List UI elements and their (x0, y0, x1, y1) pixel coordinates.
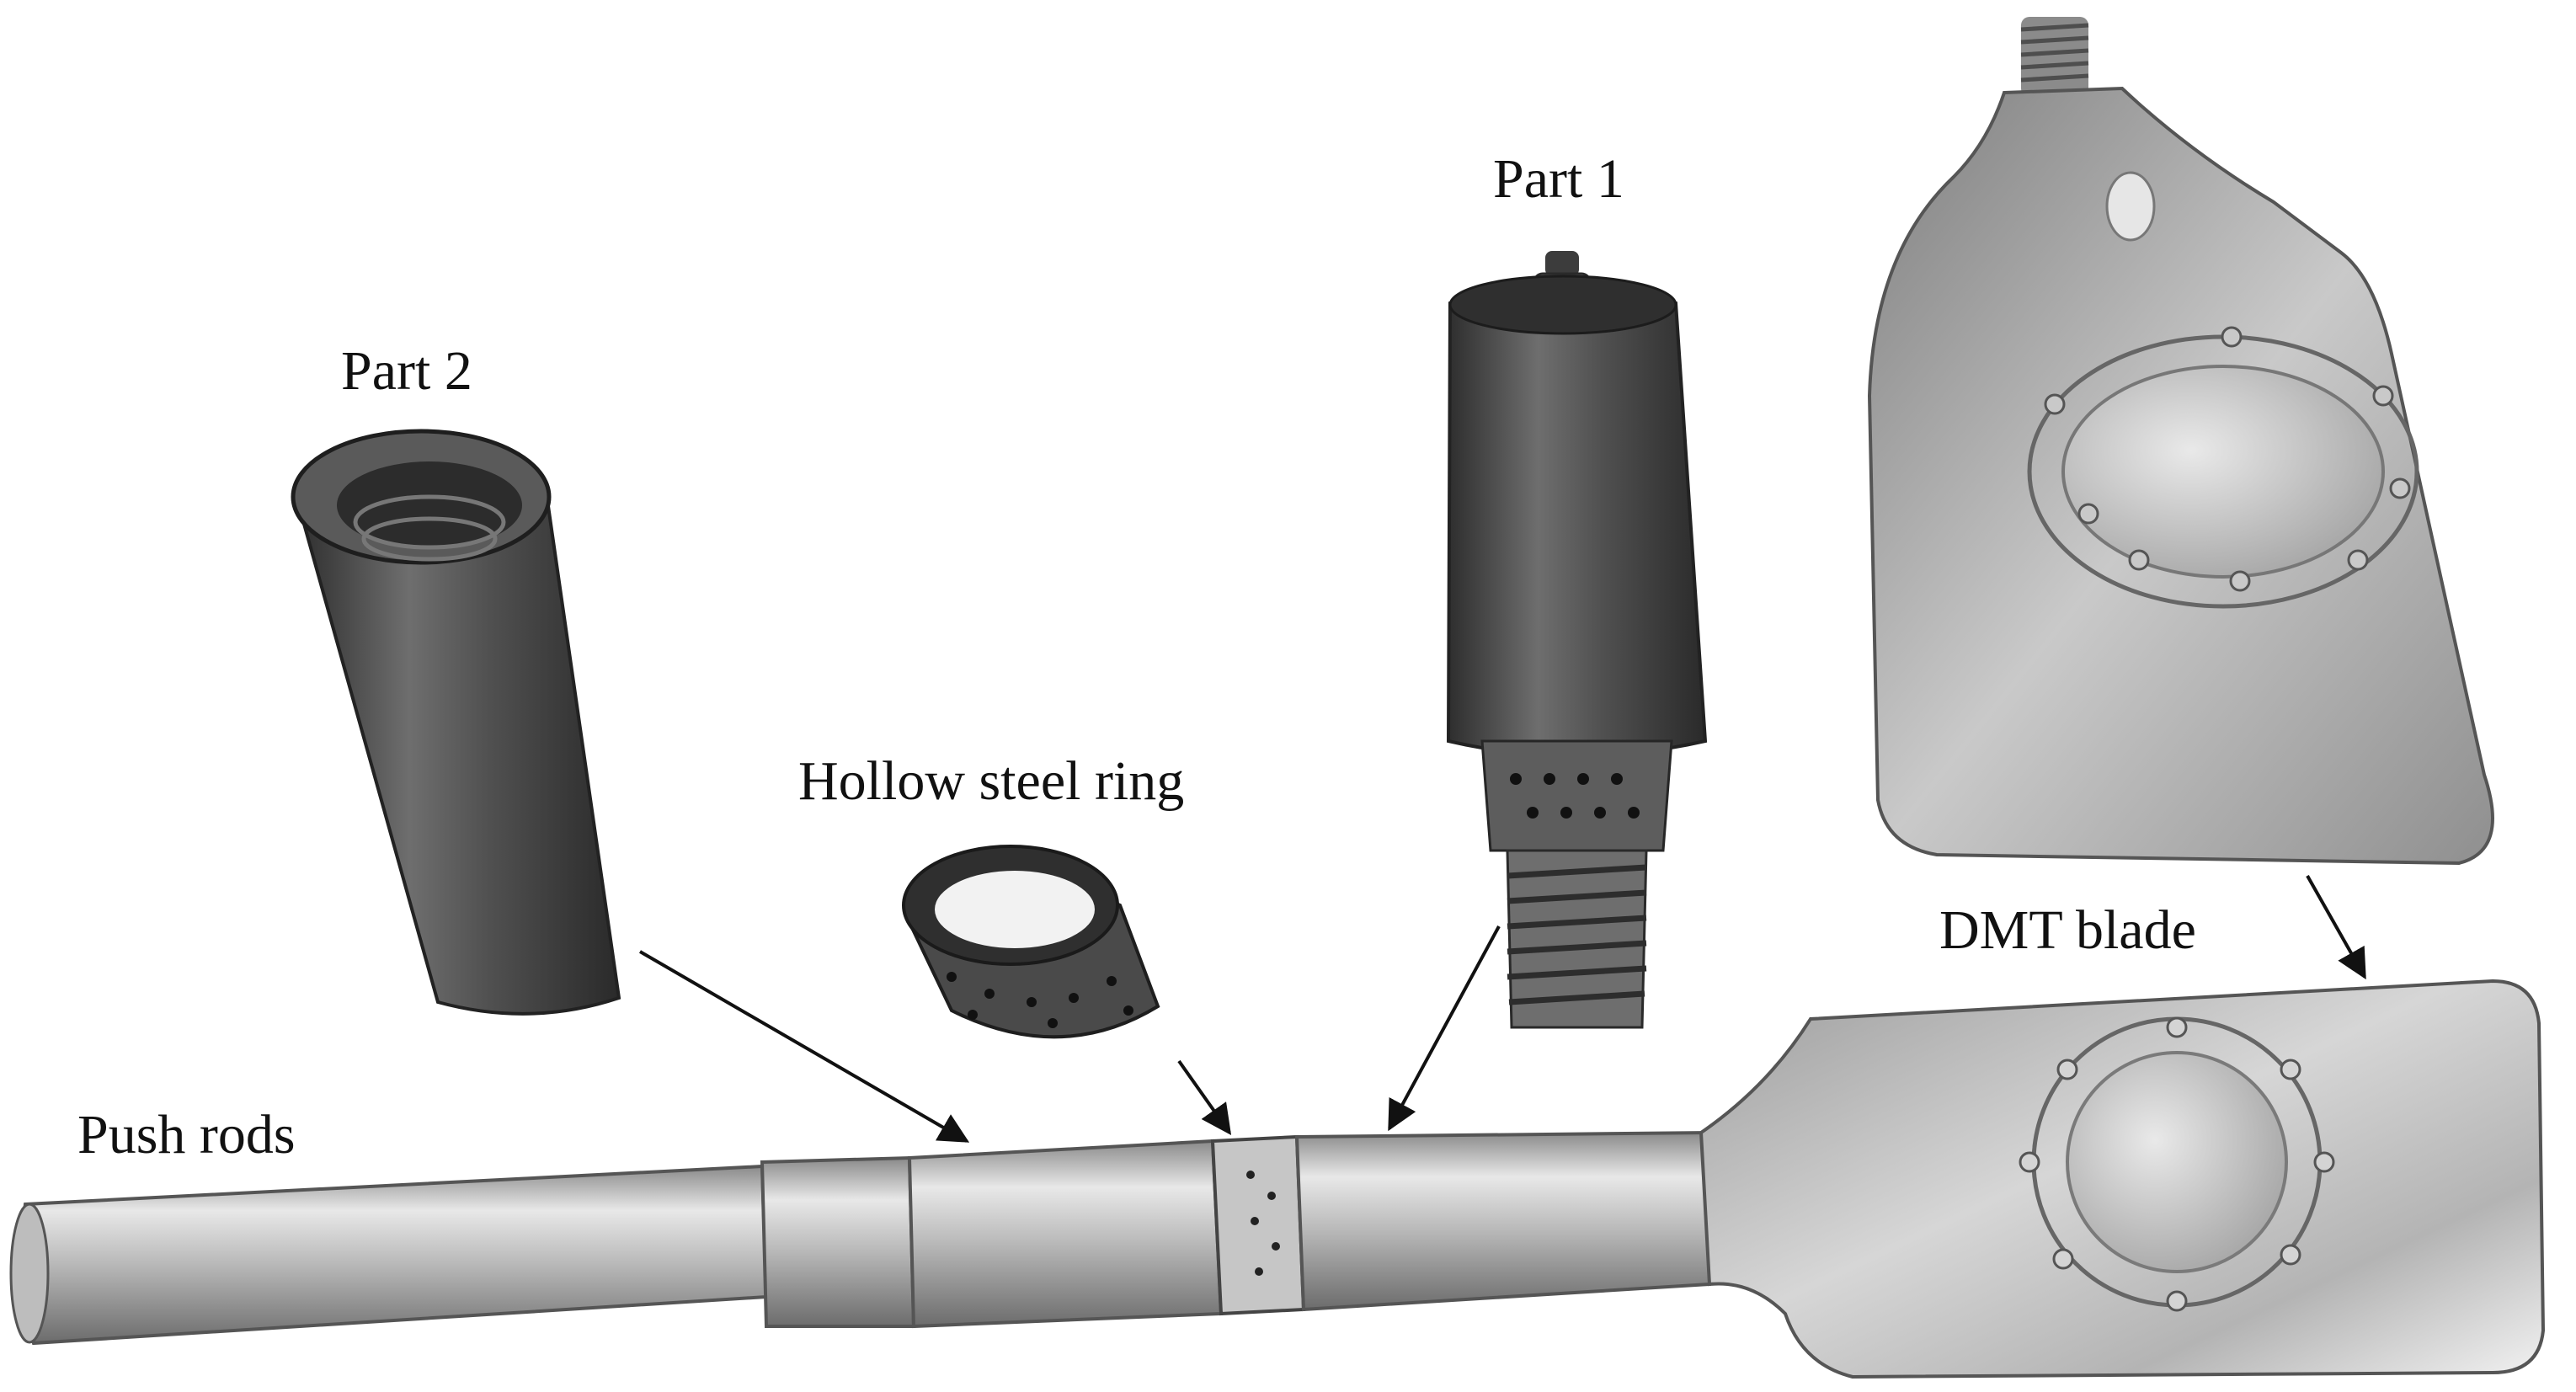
label-push-rods: Push rods (77, 1104, 296, 1165)
assembled-probe (9, 979, 2546, 1379)
part-2-sleeve (291, 429, 621, 1016)
label-dmt-blade: DMT blade (1939, 899, 2196, 961)
hollow-steel-ring (902, 845, 1160, 1039)
label-part-2: Part 2 (341, 340, 472, 402)
arrow-part1 (1388, 925, 1501, 1132)
arrow-part2 (638, 950, 970, 1143)
arrow-blade (2306, 875, 2366, 980)
arrow-ring (1177, 1059, 1232, 1135)
label-hollow-steel-ring: Hollow steel ring (798, 750, 1185, 812)
label-part-1: Part 1 (1493, 148, 1624, 210)
pointer-arrows (638, 875, 2366, 1143)
dmt-blade-upright (1867, 17, 2494, 866)
part-1-adapter (1446, 251, 1708, 1029)
